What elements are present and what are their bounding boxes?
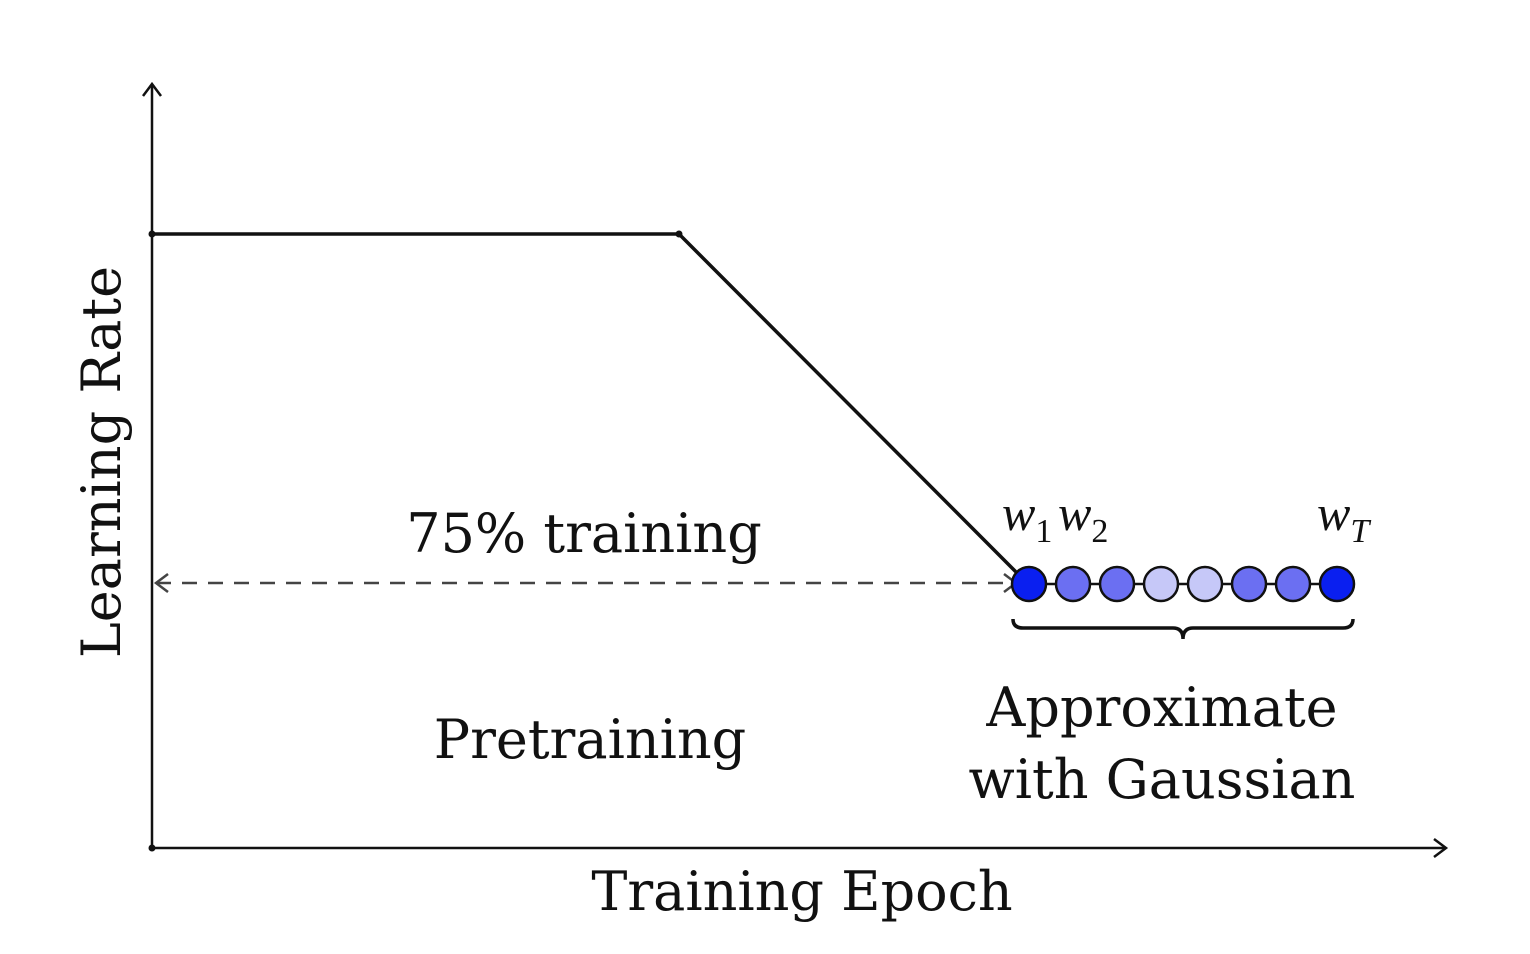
phase-label: Pretraining: [434, 708, 746, 771]
lr-schedule-curve: [148, 230, 1029, 585]
axes: [142, 81, 1449, 858]
curve-start-dot: [148, 230, 156, 238]
weight-snapshot-dot-8: [1318, 565, 1356, 603]
curve-knee-dot: [675, 230, 683, 238]
weight-snapshot-dot-1: [1010, 565, 1048, 603]
weight-snapshot-dot-7: [1274, 565, 1312, 603]
weight-snapshots: [1010, 565, 1356, 603]
split-label: 75% training: [406, 502, 762, 565]
w1-label: w1: [1002, 485, 1052, 550]
x-axis-title: Training Epoch: [591, 860, 1012, 923]
w2-label: w2: [1058, 485, 1108, 550]
y-axis-arrowhead: [142, 81, 162, 97]
weight-snapshot-dot-6: [1230, 565, 1268, 603]
weight-snapshot-dot-3: [1098, 565, 1136, 603]
weight-snapshot-dot-4: [1142, 565, 1180, 603]
swa-label-line2: with Gaussian: [969, 748, 1356, 811]
origin-dot: [148, 844, 156, 852]
span-arrowhead-left: [153, 573, 169, 593]
weight-snapshot-dot-2: [1054, 565, 1092, 603]
training-span-arrow: [153, 573, 1019, 593]
snapshot-brace: [1011, 618, 1355, 640]
x-axis-arrowhead: [1433, 838, 1449, 858]
swa-label-line1: Approximate: [985, 676, 1337, 739]
weight-snapshot-dot-5: [1186, 565, 1224, 603]
wT-label: wT: [1317, 485, 1371, 550]
y-axis-title: Learning Rate: [70, 266, 133, 658]
